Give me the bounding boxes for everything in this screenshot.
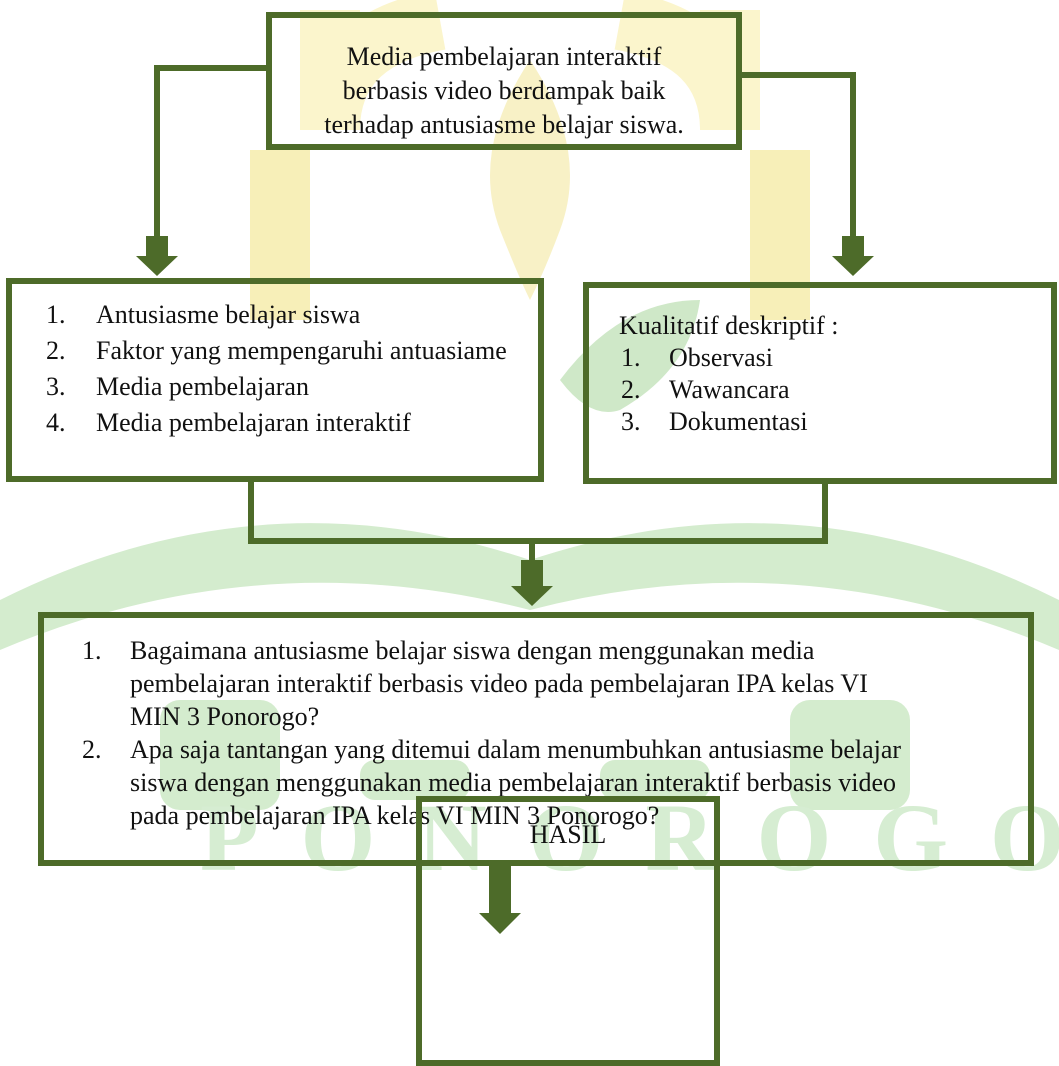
method-item-text: Observasi bbox=[669, 343, 773, 372]
arrow-result-head bbox=[479, 913, 521, 934]
research-question-line: pada pembelajaran IPA kelas VI MIN 3 Pon… bbox=[130, 801, 660, 830]
theory-item: 4. Media pembelajaran interaktif bbox=[46, 408, 538, 438]
method-item-text: Dokumentasi bbox=[669, 407, 808, 436]
statement-line-3: terhadap antusiasme belajar siswa. bbox=[324, 110, 684, 139]
theory-item-text: Media pembelajaran bbox=[96, 372, 309, 401]
arrow-right-head bbox=[832, 256, 874, 276]
theory-item-number: 2. bbox=[46, 336, 66, 365]
method-item-number: 1. bbox=[621, 343, 641, 372]
theory-list: 1. Antusiasme belajar siswa 2. Faktor ya… bbox=[12, 300, 538, 438]
theory-item: 1. Antusiasme belajar siswa bbox=[46, 300, 538, 330]
research-question-line: Bagaimana antusiasme belajar siswa denga… bbox=[130, 636, 815, 665]
method-item: 3. Dokumentasi bbox=[619, 406, 1051, 438]
theory-box: 1. Antusiasme belajar siswa 2. Faktor ya… bbox=[6, 278, 544, 482]
research-question-line: siswa dengan menggunakan media pembelaja… bbox=[130, 768, 897, 797]
method-list: 1. Observasi 2. Wawancara 3. Dokumentasi bbox=[619, 342, 1051, 438]
theory-item-number: 4. bbox=[46, 408, 66, 437]
research-questions-box: 1. Bagaimana antusiasme belajar siswa de… bbox=[38, 612, 1034, 866]
watermark-pillar-left bbox=[250, 150, 310, 320]
result-box: HASIL bbox=[416, 796, 720, 1066]
research-question-item: 1. Bagaimana antusiasme belajar siswa de… bbox=[82, 634, 1028, 733]
watermark-dome bbox=[300, 0, 760, 132]
connector-top-to-left bbox=[154, 65, 266, 242]
theory-item-number: 1. bbox=[46, 300, 66, 329]
arrow-down-head bbox=[511, 586, 553, 606]
result-label: HASIL bbox=[529, 820, 607, 849]
research-question-line: Apa saja tantangan yang ditemui dalam me… bbox=[130, 735, 902, 764]
watermark-flame bbox=[490, 60, 570, 300]
research-questions-list: 1. Bagaimana antusiasme belajar siswa de… bbox=[44, 634, 1028, 832]
watermark-leaf bbox=[560, 300, 700, 412]
research-question-number: 1. bbox=[82, 636, 102, 665]
connector-boxes-to-questions bbox=[248, 482, 828, 544]
theory-item: 3. Media pembelajaran bbox=[46, 372, 538, 402]
method-item-number: 3. bbox=[621, 407, 641, 436]
main-statement-box: Media pembelajaran interaktif berbasis v… bbox=[266, 12, 742, 150]
research-question-item: 2. Apa saja tantangan yang ditemui dalam… bbox=[82, 733, 1028, 832]
research-question-number: 2. bbox=[82, 735, 102, 764]
method-box: Kualitatif deskriptif : 1. Observasi 2. … bbox=[583, 282, 1057, 484]
method-heading: Kualitatif deskriptif : bbox=[619, 311, 839, 340]
arrow-result-stem bbox=[489, 866, 511, 918]
method-item-text: Wawancara bbox=[669, 375, 790, 404]
statement-line-2: berbasis video berdampak baik bbox=[342, 76, 666, 105]
arrow-down-stem bbox=[521, 560, 543, 586]
method-item: 1. Observasi bbox=[619, 342, 1051, 374]
watermark-bars bbox=[160, 700, 910, 810]
method-item: 2. Wawancara bbox=[619, 374, 1051, 406]
theory-item-text: Media pembelajaran interaktif bbox=[96, 408, 411, 437]
watermark-pillar-right bbox=[750, 150, 810, 320]
arrow-right-stem bbox=[842, 236, 864, 256]
theory-item: 2. Faktor yang mempengaruhi antuasiame bbox=[46, 336, 538, 366]
theory-item-text: Faktor yang mempengaruhi antuasiame bbox=[96, 336, 507, 365]
arrow-left-head bbox=[136, 256, 178, 276]
theory-item-text: Antusiasme belajar siswa bbox=[96, 300, 361, 329]
connector-top-to-right bbox=[742, 72, 856, 242]
research-question-line: pembelajaran interaktif berbasis video p… bbox=[130, 669, 868, 698]
statement-line-1: Media pembelajaran interaktif bbox=[346, 42, 662, 71]
method-item-number: 2. bbox=[621, 375, 641, 404]
arrow-left-stem bbox=[146, 236, 168, 256]
research-question-line: MIN 3 Ponorogo? bbox=[130, 702, 320, 731]
theory-item-number: 3. bbox=[46, 372, 66, 401]
